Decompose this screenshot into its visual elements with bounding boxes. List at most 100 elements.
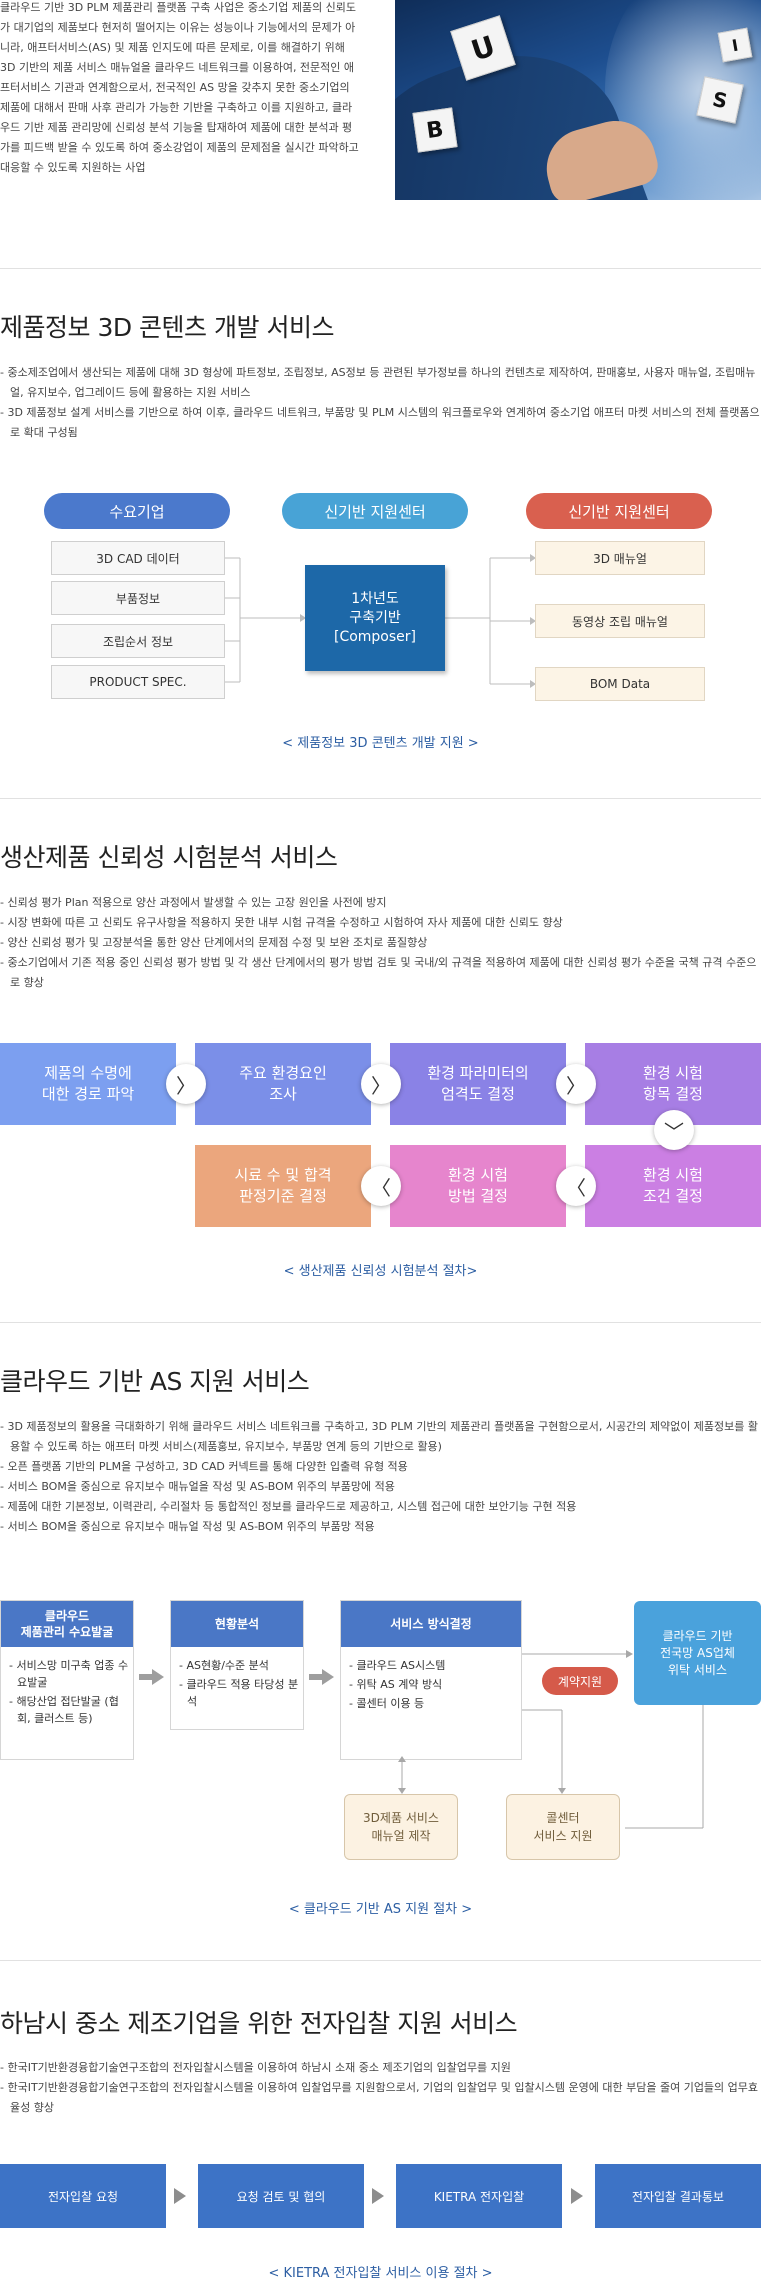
support-center-header: 신기반 지원센터 xyxy=(282,493,468,529)
section3-bullets: - 3D 제품정보의 활용을 극대화하기 위해 클라우드 서비스 네트워크를 구… xyxy=(0,1417,761,1537)
arrow-right-icon xyxy=(322,1669,334,1685)
service-method-column: 서비스 방식결정 - 클라우드 AS시스템 - 위탁 AS 계약 방식 - 콜센… xyxy=(340,1600,522,1760)
section-title-reliability: 생산제품 신뢰성 시험분석 서비스 xyxy=(0,843,338,872)
diagram-caption: < KIETRA 전자입찰 서비스 이용 절차 > xyxy=(268,2266,493,2281)
chevron-left-icon: 〈 xyxy=(361,1166,401,1206)
chevron-down-icon: ﹀ xyxy=(654,1110,694,1150)
step-line: 주요 환경요인 xyxy=(239,1064,327,1082)
diagram-caption: < 생산제품 신뢰성 시험분석 절차> xyxy=(283,1264,478,1279)
output-item: 3D 매뉴얼 xyxy=(535,541,705,575)
input-item: PRODUCT SPEC. xyxy=(51,665,225,699)
bullet: - 서비스 BOM을 중심으로 유지보수 매뉴얼 작성 및 AS-BOM 위주의… xyxy=(0,1520,375,1533)
column-body: - AS현황/수준 분석 - 클라우드 적용 타당성 분석 xyxy=(179,1657,299,1712)
step-line: 항목 결정 xyxy=(643,1085,703,1103)
beige-line: 콜센터 xyxy=(546,1811,580,1825)
section-title-e-bidding: 하남시 중소 제조기업을 위한 전자입찰 지원 서비스 xyxy=(0,2009,518,2038)
bullet: - 중소기업에서 기존 적용 중인 신뢰성 평가 방법 및 각 생산 단계에서의… xyxy=(0,956,757,989)
arrow-bar xyxy=(309,1674,323,1680)
final-line: 위탁 서비스 xyxy=(667,1662,727,1677)
bullet: - 중소제조업에서 생산되는 제품에 대해 3D 형상에 파트정보, 조립정보,… xyxy=(0,366,756,399)
diagram-caption: < 클라우드 기반 AS 지원 절차 > xyxy=(288,1902,473,1917)
input-item: 3D CAD 데이터 xyxy=(51,541,225,575)
cloud-as-outsourcing-box: 클라우드 기반 전국망 AS업체 위탁 서비스 xyxy=(634,1601,761,1705)
diagram-caption: < 제품정보 3D 콘텐츠 개발 지원 > xyxy=(282,736,479,751)
status-analysis-column: 현황분석 - AS현황/수준 분석 - 클라우드 적용 타당성 분석 xyxy=(170,1600,304,1730)
bullet: - 제품에 대한 기본정보, 이력관리, 수리절차 등 통합적인 정보를 클라우… xyxy=(0,1500,577,1513)
step-line: 조사 xyxy=(269,1085,297,1103)
output-item: BOM Data xyxy=(535,667,705,701)
bid-step: KIETRA 전자입찰 xyxy=(396,2164,562,2228)
divider xyxy=(0,1322,761,1323)
header-line: 제품관리 수요발굴 xyxy=(20,1625,114,1639)
bullet: - 서비스 BOM을 중심으로 유지보수 매뉴얼을 작성 및 AS-BOM 위주… xyxy=(0,1480,395,1493)
section4-bullets: - 한국IT기반환경융합기술연구조합의 전자입찰시스템을 이용하여 하남시 소재… xyxy=(0,2058,761,2118)
divider xyxy=(0,798,761,799)
composer-line: 1차년도 xyxy=(351,590,399,607)
section-title-3d-content: 제품정보 3D 콘텐츠 개발 서비스 xyxy=(0,313,334,342)
step-line: 엄격도 결정 xyxy=(441,1085,515,1103)
step-line: 환경 시험 xyxy=(643,1064,703,1082)
support-center-header-right: 신기반 지원센터 xyxy=(526,493,712,529)
step-line: 시료 수 및 합격 xyxy=(234,1166,332,1184)
bullet: - 오픈 플랫폼 기반의 PLM을 구성하고, 3D CAD 커넥트를 통해 다… xyxy=(0,1460,408,1473)
column-item: - 해당산업 접단발굴 (협회, 클러스트 등) xyxy=(9,1695,119,1725)
arrow-bar xyxy=(139,1674,153,1680)
column-item: - AS현황/수준 분석 xyxy=(179,1659,269,1672)
bullet: - 양산 신뢰성 평가 및 고장분석을 통한 양산 단계에서의 문제점 수정 및… xyxy=(0,936,428,949)
bid-step: 전자입찰 결과통보 xyxy=(595,2164,761,2228)
divider xyxy=(0,1960,761,1961)
column-item: - 위탁 AS 계약 방식 xyxy=(349,1678,443,1691)
bullet: - 시장 변화에 따른 고 신뢰도 유구사항을 적용하지 못한 내부 시험 규격… xyxy=(0,916,563,929)
arrow-right-icon xyxy=(571,2188,583,2204)
chevron-right-icon: 〉 xyxy=(361,1064,401,1104)
intro-text: 클라우드 기반 3D PLM 제품관리 플랫폼 구축 사업은 중소기업 제품의 … xyxy=(0,1,359,174)
step-line: 조건 결정 xyxy=(643,1187,703,1205)
composer-line: [Composer] xyxy=(333,628,417,645)
step-line: 제품의 수명에 xyxy=(44,1064,132,1082)
step-line: 대한 경로 파악 xyxy=(41,1085,135,1103)
beige-line: 3D제품 서비스 xyxy=(363,1811,439,1825)
section2-bullets: - 신뢰성 평가 Plan 적용으로 양산 과정에서 발생할 수 있는 고장 원… xyxy=(0,893,761,993)
bullet: - 3D 제품정보 설계 서비스를 기반으로 하여 이후, 클라우드 네트워크,… xyxy=(0,406,760,439)
header-line: 클라우드 xyxy=(44,1609,90,1623)
beige-line: 매뉴얼 제작 xyxy=(371,1829,431,1843)
composer-box: 1차년도 구축기반 [Composer] xyxy=(305,565,445,671)
output-item: 동영상 조립 매뉴얼 xyxy=(535,604,705,638)
column-item: - 클라우드 AS시스템 xyxy=(349,1659,446,1672)
column-body: - 서비스망 미구축 업종 수요발굴 - 해당산업 접단발굴 (협회, 클러스트… xyxy=(9,1657,129,1729)
step-line: 판정기준 결정 xyxy=(239,1187,327,1205)
contract-support-badge: 계약지원 xyxy=(542,1667,618,1695)
final-line: 전국망 AS업체 xyxy=(660,1645,735,1660)
column-header: 현황분석 xyxy=(171,1601,303,1647)
intro-section: 클라우드 기반 3D PLM 제품관리 플랫폼 구축 사업은 중소기업 제품의 … xyxy=(0,0,761,268)
composer-line: 구축기반 xyxy=(349,609,401,626)
final-line: 클라우드 기반 xyxy=(662,1628,733,1643)
arrow-right-icon xyxy=(372,2188,384,2204)
column-item: - 콜센터 이용 등 xyxy=(349,1697,425,1710)
bullet: - 3D 제품정보의 활용을 극대화하기 위해 클라우드 서비스 네트워크를 구… xyxy=(0,1420,759,1453)
connector-lines xyxy=(225,554,536,688)
section-title-cloud-as: 클라우드 기반 AS 지원 서비스 xyxy=(0,1367,310,1396)
column-item: - 서비스망 미구축 업종 수요발굴 xyxy=(9,1659,129,1689)
step-line: 환경 시험 xyxy=(448,1166,508,1184)
step-line: 환경 시험 xyxy=(643,1166,703,1184)
column-header: 서비스 방식결정 xyxy=(341,1601,521,1647)
arrow-right-icon xyxy=(152,1669,164,1685)
bullet: - 한국IT기반환경융합기술연구조합의 전자입찰시스템을 이용하여 하남시 소재… xyxy=(0,2061,511,2074)
bullet: - 신뢰성 평가 Plan 적용으로 양산 과정에서 발생할 수 있는 고장 원… xyxy=(0,896,387,909)
beige-line: 서비스 지원 xyxy=(533,1829,593,1843)
demand-company-header: 수요기업 xyxy=(44,493,230,529)
column-item: - 클라우드 적용 타당성 분석 xyxy=(179,1678,299,1708)
chevron-left-icon: 〈 xyxy=(556,1166,596,1206)
chevron-right-icon: 〉 xyxy=(556,1064,596,1104)
